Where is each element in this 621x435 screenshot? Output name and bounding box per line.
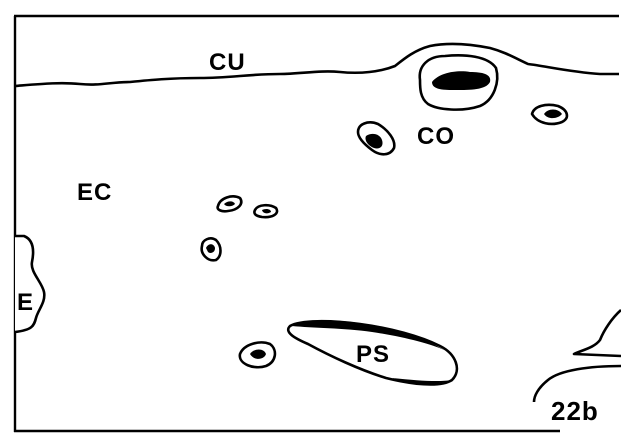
figure-frame [13, 14, 619, 433]
label-co: CO [417, 123, 455, 150]
ec-cell-3 [200, 237, 222, 262]
ec-cell-2 [253, 203, 279, 219]
co-cell-left [356, 121, 396, 156]
label-ec: EC [77, 179, 112, 206]
ps-body [287, 319, 459, 386]
cuticle-boundary-line [14, 42, 619, 88]
label-e: E [17, 289, 33, 316]
e-structure [14, 234, 46, 334]
bottom-right-structure-lower [532, 364, 621, 403]
label-ps: PS [356, 341, 390, 368]
co-cell-right [530, 103, 569, 126]
ec-cell-1 [216, 195, 243, 213]
label-cu: CU [209, 49, 246, 76]
ps-adjacent-cell [238, 341, 277, 369]
bottom-right-structure-upper [572, 309, 621, 358]
co-cell-large [418, 54, 499, 111]
panel-number: 22b [551, 396, 599, 426]
